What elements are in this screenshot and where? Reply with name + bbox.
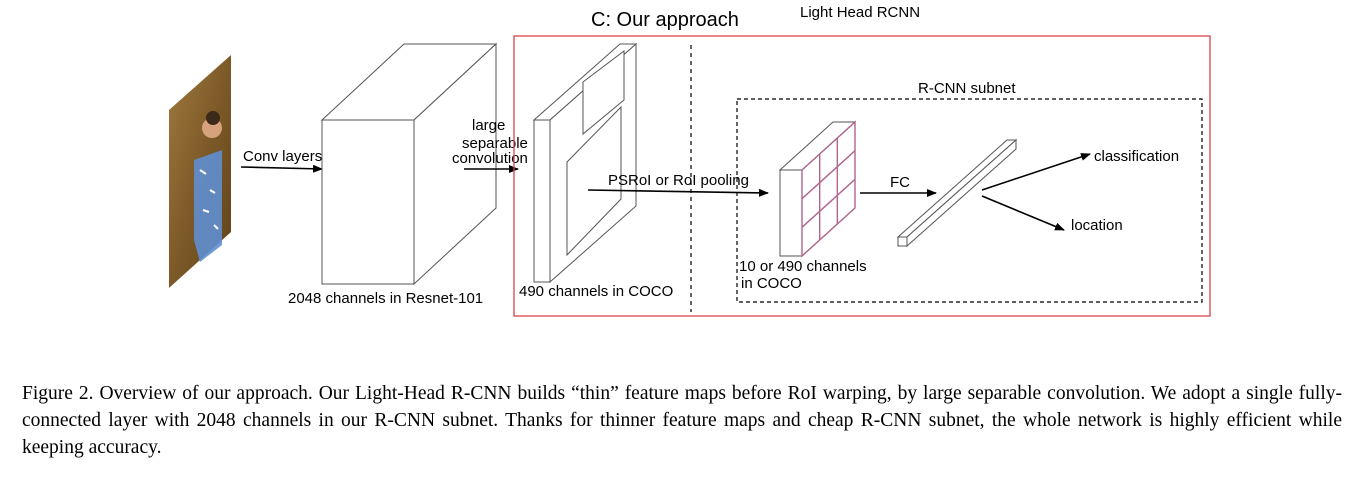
conv-layers-label: Conv layers xyxy=(243,148,322,165)
classification-arrow xyxy=(981,153,1091,191)
large-label: large xyxy=(472,117,505,134)
conv-layers-arrow xyxy=(240,164,323,173)
roi-channels-label-1: 10 or 490 channels xyxy=(739,258,867,275)
figure-caption: Figure 2. Overview of our approach. Our … xyxy=(22,383,1342,458)
roi-channels-label-2: in COCO xyxy=(741,275,802,292)
input-image xyxy=(169,55,231,288)
section-title: C: Our approach xyxy=(591,9,739,31)
location-arrow xyxy=(981,195,1065,231)
convolution-label: convolution xyxy=(452,150,528,167)
light-head-region xyxy=(513,35,1211,317)
fc-layer-bar xyxy=(896,138,1018,248)
location-label: location xyxy=(1071,217,1123,234)
resnet-channels-label: 2048 channels in Resnet-101 xyxy=(288,290,483,307)
architecture-diagram: Conv layers 2048 channels in Resnet-101 … xyxy=(169,4,1211,317)
pooling-arrow xyxy=(587,188,769,197)
pooling-label: PSRoI or RoI pooling xyxy=(608,172,749,189)
rcnn-subnet-box xyxy=(736,98,1203,303)
rcnn-subnet-title: R-CNN subnet xyxy=(918,80,1016,97)
classification-label: classification xyxy=(1094,148,1179,165)
fc-label: FC xyxy=(890,174,910,191)
thin-feature-map xyxy=(532,42,638,284)
roi-grid-block xyxy=(778,120,857,258)
resnet-feature-block xyxy=(320,42,498,286)
coco-channels-label: 490 channels in COCO xyxy=(519,283,673,300)
separable-label: separable xyxy=(462,135,528,152)
light-head-title: Light Head RCNN xyxy=(800,4,920,21)
